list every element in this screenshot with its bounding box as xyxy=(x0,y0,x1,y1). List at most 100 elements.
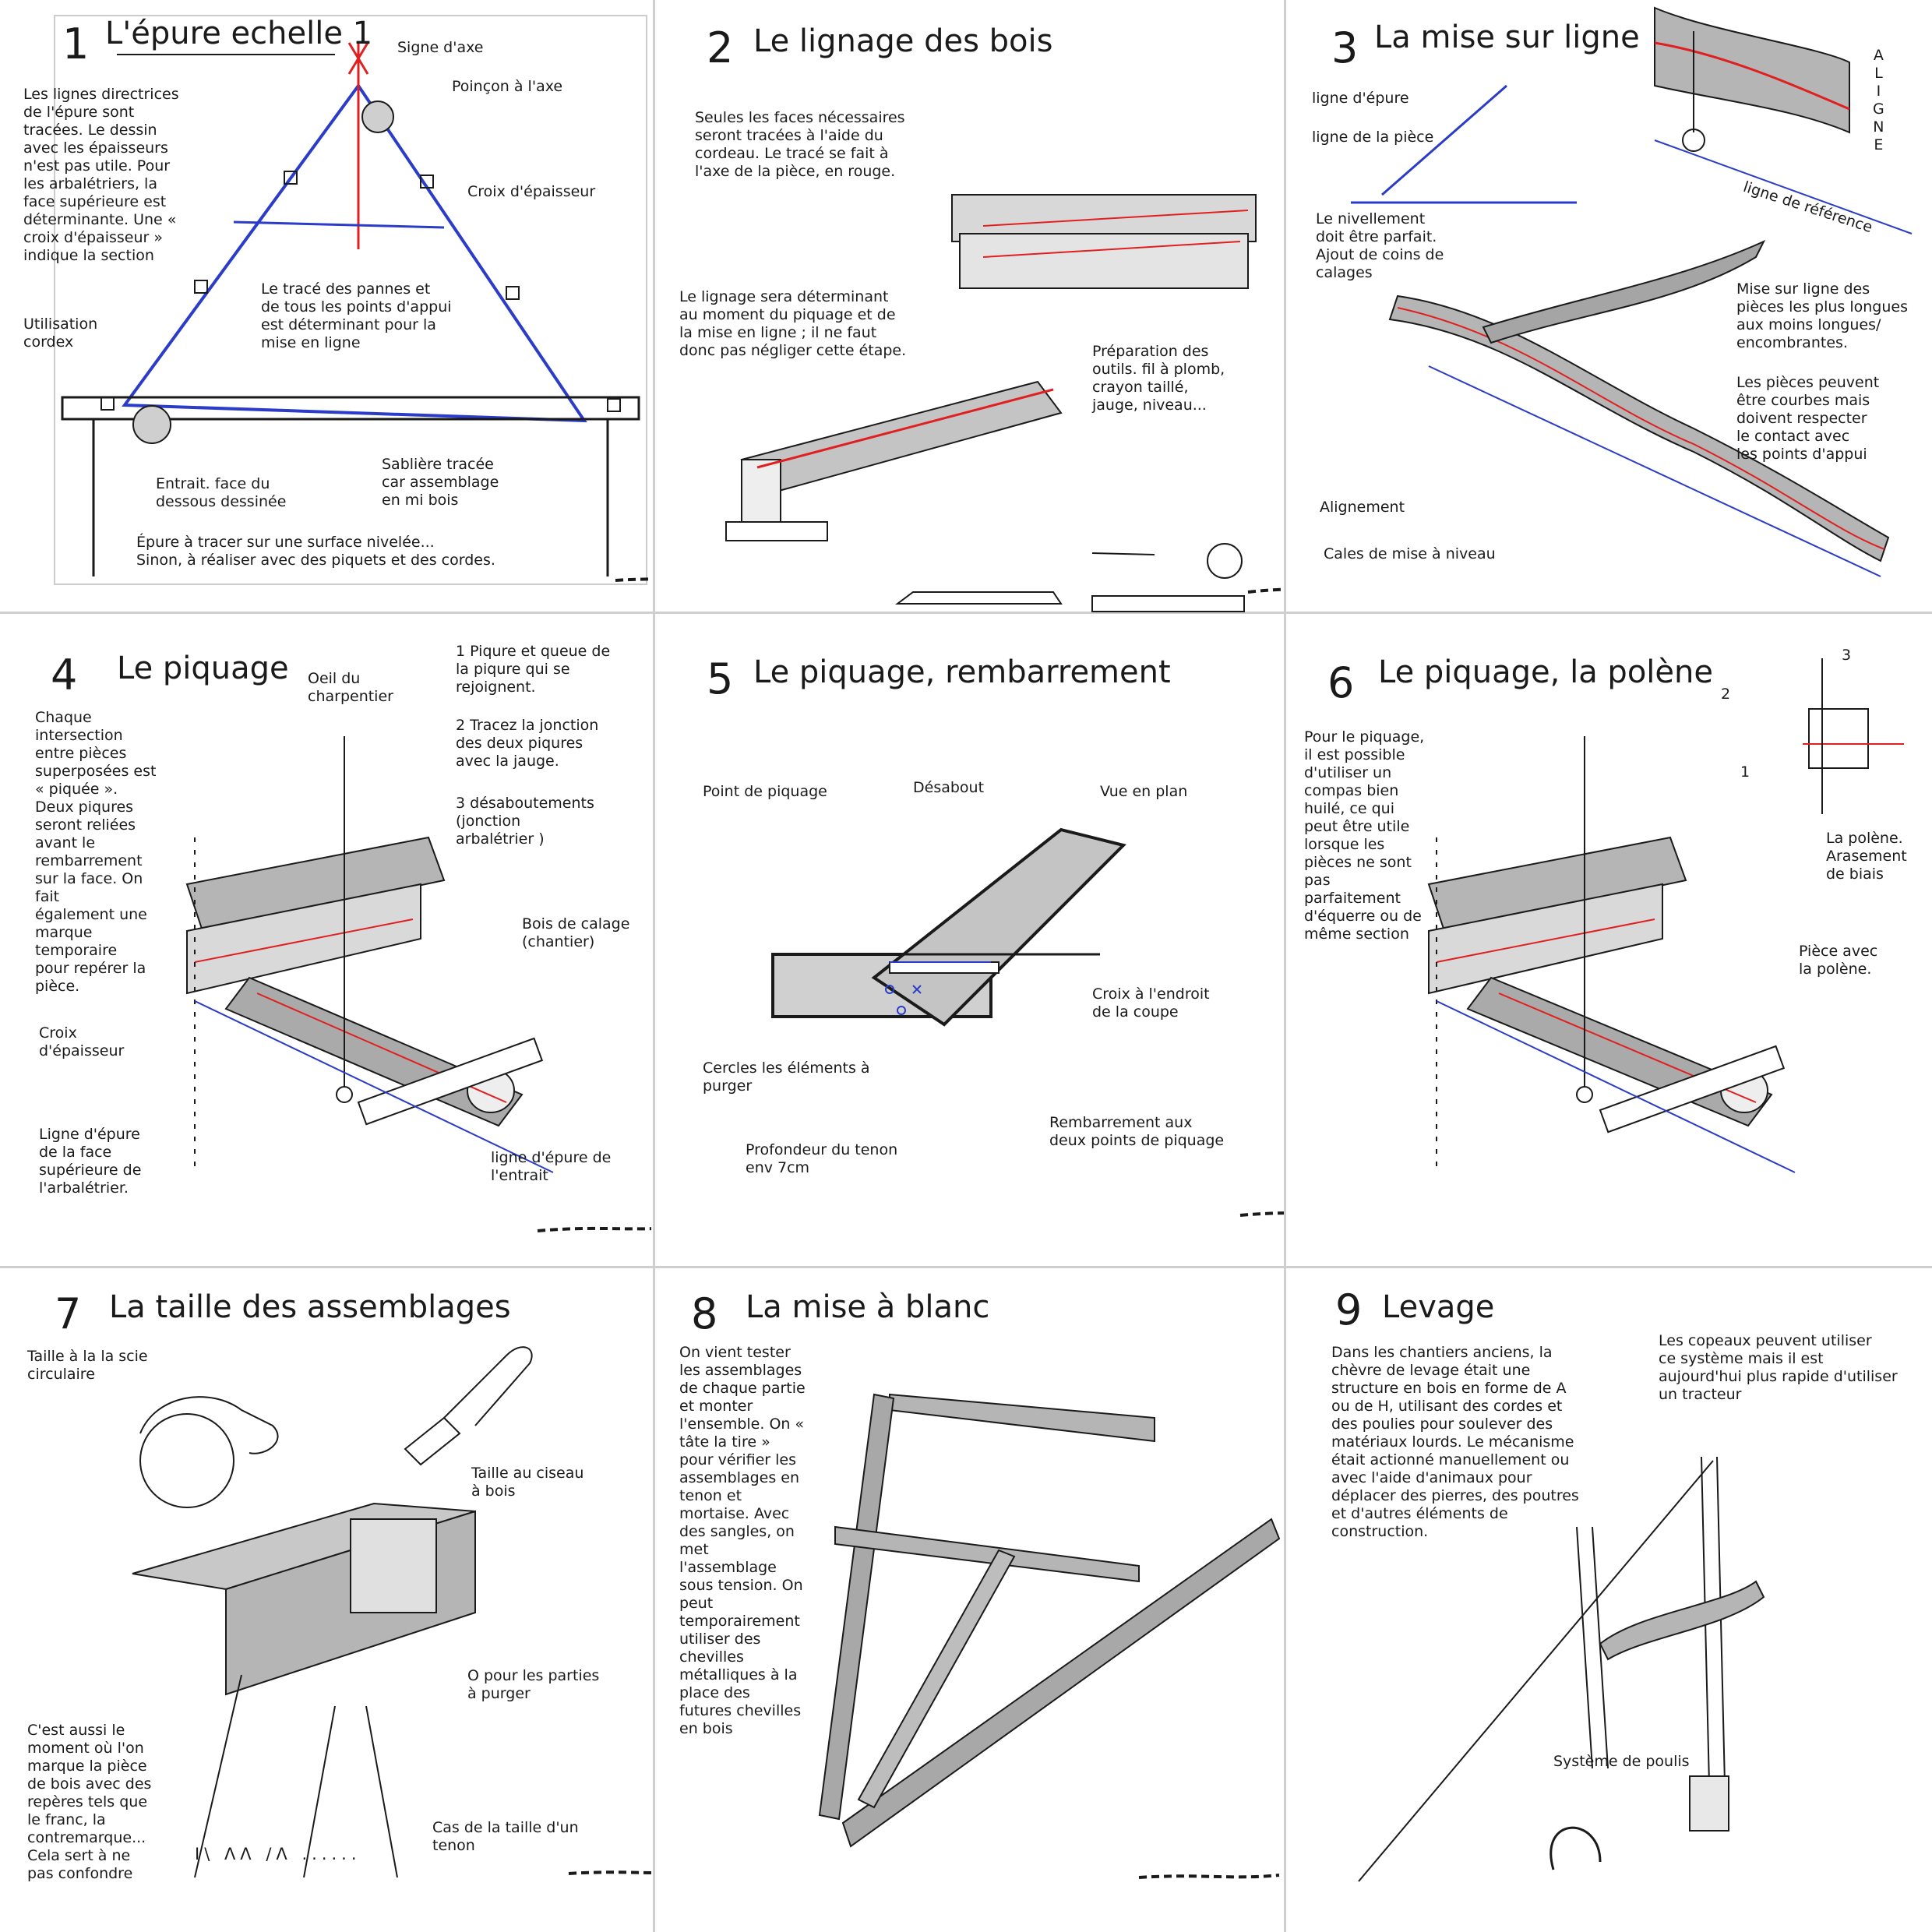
grid-divider-vertical-2 xyxy=(1284,0,1286,1932)
label-purger: O pour les parties à purger xyxy=(467,1667,600,1702)
label-pieces-courbes: Les pièces peuvent être courbes mais doi… xyxy=(1736,374,1880,463)
panel-title: Le lignage des bois xyxy=(753,23,1053,59)
label-faces: Seules les faces nécessaires seront trac… xyxy=(695,109,905,180)
next-arrow xyxy=(1247,587,1284,594)
panel-number: 4 xyxy=(51,650,78,700)
grid-divider-vertical-1 xyxy=(653,0,655,1932)
label-profondeur: Profondeur du tenon env 7cm xyxy=(746,1141,898,1176)
tenon xyxy=(889,961,999,974)
tenon-beam xyxy=(132,1502,476,1696)
next-arrow xyxy=(537,1226,651,1232)
label-poulis: Système de poulis xyxy=(1553,1753,1690,1770)
label-outils: Préparation des outils. fil à plomb, cra… xyxy=(1092,343,1225,414)
panel-title: L'épure echelle 1 xyxy=(105,16,373,51)
label-piece-polene: Pièce avec la polène. xyxy=(1799,943,1878,978)
upper-beam xyxy=(1427,836,1687,995)
label-trace-pannes: Le tracé des pannes et de tous les point… xyxy=(261,280,452,351)
label-chaque-intersection: Chaque intersection entre pièces superpo… xyxy=(35,709,157,995)
return-arrow xyxy=(1549,1826,1602,1870)
label-croix-epaisseur: Croix d'épaisseur xyxy=(467,183,596,200)
label-piqure: 1 Piqure et queue de la piqure qui se re… xyxy=(456,643,611,696)
panel-title: La mise à blanc xyxy=(746,1289,990,1325)
base-block xyxy=(1689,1775,1729,1832)
purlin-line xyxy=(233,220,445,229)
panel-number: 8 xyxy=(691,1289,718,1338)
upper-beam xyxy=(185,836,446,995)
label-number-1: 1 xyxy=(1740,763,1750,781)
label-bois-calage: Bois de calage (chantier) xyxy=(522,915,630,950)
panel-frame xyxy=(54,15,647,585)
label-ligne-piece: ligne de la pièce xyxy=(1312,129,1434,146)
lower-beam xyxy=(224,976,544,1127)
label-tester: On vient tester les assemblages de chaqu… xyxy=(679,1344,806,1737)
panel-mise-sur-ligne: 3 La mise sur ligne A L I G N E ligne d'… xyxy=(1289,0,1932,643)
label-croix-coupe: Croix à l'endroit de la coupe xyxy=(1092,985,1210,1021)
taille-drawing xyxy=(132,1346,651,1878)
carpenter-bottom xyxy=(132,405,171,444)
lignage-drawing xyxy=(725,194,1284,612)
label-compas: Pour le piquage, il est possible d'utili… xyxy=(1304,728,1425,943)
label-reperes: I\ ΛΛ /Λ ...... xyxy=(195,1845,361,1863)
panel-lignage: 2 Le lignage des bois Seules les faces n… xyxy=(656,0,1299,643)
label-lignes-directrices: Les lignes directrices de l'épure sont t… xyxy=(23,86,179,264)
label-rembarrement: Rembarrement aux deux points de piquage xyxy=(1049,1114,1225,1149)
rembarrement-drawing xyxy=(771,827,1284,1217)
next-arrow xyxy=(1239,1211,1284,1217)
sawhorse xyxy=(194,1674,398,1878)
panel-rembarrement: 5 Le piquage, rembarrement Point de piqu… xyxy=(656,635,1299,1278)
aligne-sketch xyxy=(1654,6,1913,234)
next-arrow xyxy=(568,1870,651,1875)
label-entrait: Entrait. face du dessous dessinée xyxy=(156,475,287,510)
label-copeaux: Les copeaux peuvent utiliser ce système … xyxy=(1659,1332,1898,1403)
label-poincon: Poinçon à l'axe xyxy=(452,78,563,95)
axis-sign xyxy=(347,42,369,75)
panel-number: 3 xyxy=(1331,23,1359,72)
label-jonction: 2 Tracez la jonction des deux piqures av… xyxy=(456,717,599,770)
tie-beam xyxy=(61,396,640,421)
label-polene: La polène. Arasement de biais xyxy=(1826,830,1907,883)
line-detail xyxy=(1351,84,1577,204)
panel-taille-assemblages: 7 La taille des assemblages Taille à la … xyxy=(8,1270,651,1913)
grid-divider-horizontal-1 xyxy=(0,612,1932,614)
label-desabout: Désabout xyxy=(913,779,985,796)
label-croix-epaisseur: Croix d'épaisseur xyxy=(39,1024,125,1059)
circular-saw xyxy=(139,1396,279,1508)
label-tenon: Cas de la taille d'un tenon xyxy=(432,1819,579,1854)
next-arrow xyxy=(615,577,651,582)
tools xyxy=(895,543,1245,612)
label-number-3: 3 xyxy=(1842,647,1852,664)
panel-mise-a-blanc: 8 La mise à blanc On vient tester les as… xyxy=(656,1270,1299,1913)
label-lignage: Le lignage sera déterminant au moment du… xyxy=(679,288,907,359)
label-ligne-entrait: ligne d'épure de l'entrait xyxy=(491,1149,612,1184)
label-chantiers-anciens: Dans les chantiers anciens, la chèvre de… xyxy=(1331,1344,1579,1540)
chisel-hand xyxy=(404,1346,533,1466)
label-desabout: 3 désaboutements (jonction arbalétrier ) xyxy=(456,795,594,848)
next-arrow xyxy=(1138,1874,1280,1879)
grid-divider-horizontal-2 xyxy=(0,1266,1932,1268)
label-cales: Cales de mise à niveau xyxy=(1324,545,1496,562)
levage-drawing xyxy=(1358,1456,1765,1882)
lined-beam xyxy=(725,380,1063,541)
timber-assembly xyxy=(818,1393,1281,1848)
blue-epure-line xyxy=(194,1000,554,1173)
panel-levage: 9 Levage Dans les chantiers anciens, la … xyxy=(1289,1270,1932,1913)
label-cordex: Utilisation cordex xyxy=(23,316,98,351)
label-aligne: A L I G N E xyxy=(1873,47,1884,153)
label-alignement: Alignement xyxy=(1320,499,1405,516)
panel-number: 1 xyxy=(62,19,90,69)
label-ligne-face: Ligne d'épure de la face supérieure de l… xyxy=(39,1126,142,1197)
panel-piquage: 4 Le piquage Oeil du charpentier 1 Piqur… xyxy=(8,635,651,1278)
plan-beam-diagonal xyxy=(871,827,1126,1027)
polene-drawing xyxy=(1427,658,1904,1173)
label-cercles: Cercles les éléments à purger xyxy=(703,1059,870,1095)
label-nivellement: Le nivellement doit être parfait. Ajout … xyxy=(1316,210,1444,281)
curved-timbers xyxy=(1388,239,1890,577)
label-signe-axe: Signe d'axe xyxy=(397,39,484,56)
label-moment: C'est aussi le moment où l'on marque la … xyxy=(27,1722,152,1882)
panel-title: Le piquage, la polène xyxy=(1378,654,1713,690)
lower-beam xyxy=(1466,976,1786,1133)
label-number-2: 2 xyxy=(1721,686,1731,703)
panel-title: La mise sur ligne xyxy=(1374,19,1640,55)
panel-polene: 6 Le piquage, la polène Pour le piquage,… xyxy=(1289,635,1932,1278)
panel-number: 6 xyxy=(1327,658,1355,707)
